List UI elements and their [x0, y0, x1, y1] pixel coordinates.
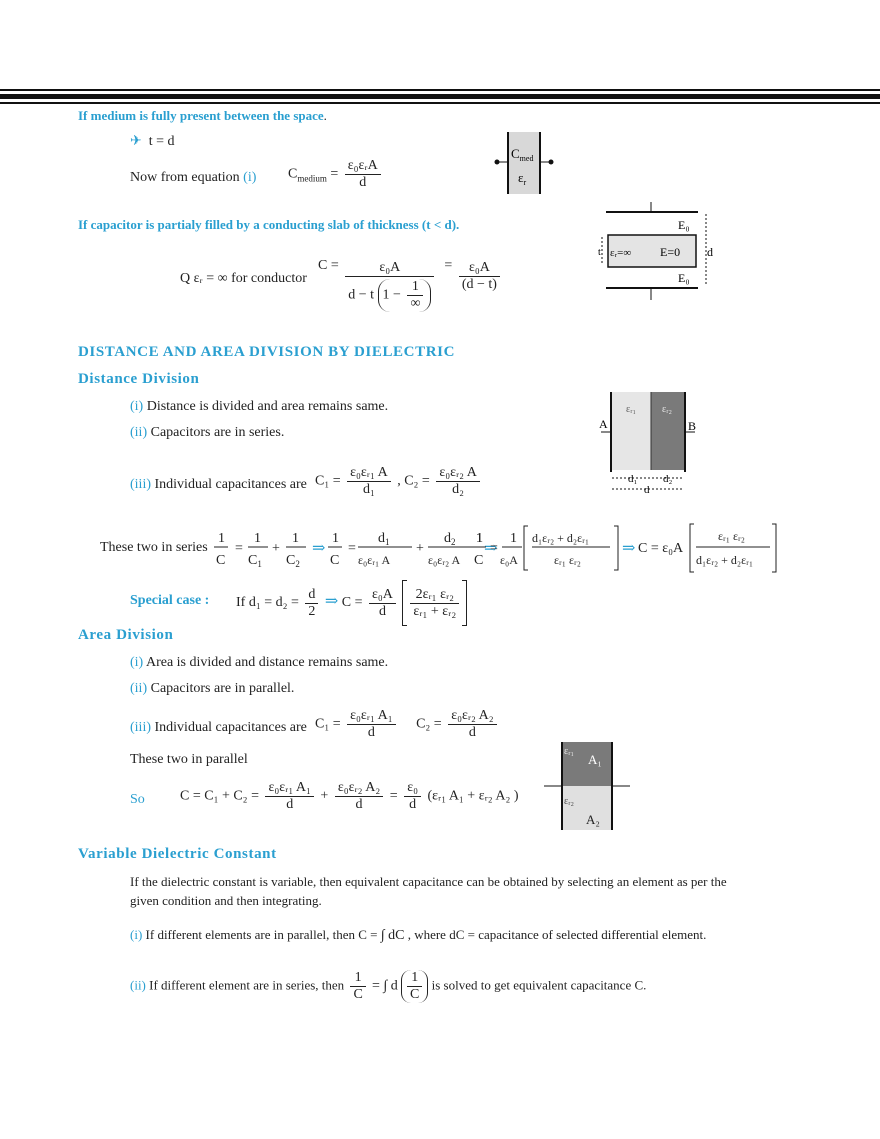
series-label: These two in series — [100, 540, 208, 555]
variable-item-ii: (ii) If different element are in series,… — [130, 970, 647, 1003]
plane-bullet-icon: ✈ — [130, 134, 142, 149]
slab-formula: C = ε₀A d − t 1 − 1∞ = ε₀A(d − t) — [318, 258, 503, 312]
svg-text:+: + — [416, 541, 424, 556]
svg-text:C = ε₀A: C = ε₀A — [638, 541, 684, 556]
implies-arrow-icon: ⇒ — [324, 593, 339, 611]
svg-text:Cmed: Cmed — [511, 146, 533, 163]
svg-text:A₁: A₁ — [588, 752, 602, 767]
header-rule-thick — [0, 94, 880, 99]
area-item-2: (ii) Capacitors are in parallel. — [130, 681, 295, 696]
svg-text:C1: C1 — [248, 553, 262, 569]
distance-item-3: (iii) Individual capacitances are — [130, 477, 307, 492]
svg-text:εᵣ₁: εᵣ₁ — [626, 404, 636, 415]
svg-text:=: = — [490, 541, 498, 556]
svg-text:d₁εᵣ₂ + d₂εᵣ₁: d₁εᵣ₂ + d₂εᵣ₁ — [696, 553, 753, 567]
svg-text:E=0: E=0 — [660, 245, 680, 259]
special-case-label: Special case : — [130, 593, 210, 608]
svg-text:C: C — [474, 553, 483, 568]
so-label: So — [130, 792, 145, 807]
svg-text:ε₀εᵣ₂ A: ε₀εᵣ₂ A — [428, 553, 461, 567]
variable-dielectric-heading: Variable Dielectric Constant — [78, 846, 277, 862]
svg-text:E₀: E₀ — [678, 218, 690, 232]
svg-text:εᵣ₂: εᵣ₂ — [662, 404, 672, 415]
svg-text:d: d — [707, 245, 713, 259]
svg-text:d: d — [644, 484, 650, 494]
svg-text:⇒: ⇒ — [312, 540, 325, 557]
svg-text:A: A — [599, 417, 608, 431]
svg-text:εᵣ₁ εᵣ₂: εᵣ₁ εᵣ₂ — [718, 529, 745, 543]
conducting-slab-figure: E₀ εᵣ=∞ E=0 E₀ t d — [598, 202, 713, 300]
now-from-eq: Now from equation (i) — [130, 170, 257, 185]
svg-text:B: B — [688, 419, 696, 433]
svg-text:εᵣ₁: εᵣ₁ — [564, 746, 574, 757]
svg-text:⇒: ⇒ — [484, 540, 497, 557]
variable-item-i: (i) If different elements are in paralle… — [130, 927, 707, 943]
svg-text:1: 1 — [218, 531, 225, 546]
svg-text:ε₀εᵣ₁ A: ε₀εᵣ₁ A — [358, 553, 391, 567]
svg-text:d1: d1 — [378, 531, 390, 547]
main-section-heading: DISTANCE AND AREA DIVISION BY DIELECTRIC — [78, 344, 455, 360]
svg-text:εᵣ₂: εᵣ₂ — [564, 796, 574, 807]
svg-text:A₂: A₂ — [586, 812, 600, 827]
svg-text:1: 1 — [292, 531, 299, 546]
svg-text:t: t — [598, 247, 601, 258]
svg-text:d₂: d₂ — [663, 473, 673, 485]
svg-text:1: 1 — [476, 531, 483, 546]
area-division-heading: Area Division — [78, 627, 174, 643]
variable-para-line2: given condition and then integrating. — [130, 893, 322, 908]
svg-text:εᵣ₁ εᵣ₂: εᵣ₁ εᵣ₂ — [554, 553, 581, 567]
svg-text:C: C — [216, 553, 225, 568]
slab-reason: Q εᵣ = ∞ for conductor — [180, 271, 307, 286]
svg-text:d2: d2 — [444, 531, 456, 547]
svg-text:εᵣ=∞: εᵣ=∞ — [610, 247, 631, 259]
distance-division-heading: Distance Division — [78, 371, 200, 387]
svg-text:C: C — [330, 553, 339, 568]
area-division-figure: εᵣ₁ A₁ εᵣ₂ A₂ — [544, 742, 630, 830]
distance-item-2: (ii) Capacitors are in series. — [130, 425, 285, 440]
capacitor-full-medium-figure: Cmed εr — [494, 132, 554, 194]
svg-text:+: + — [272, 541, 280, 556]
header-rule-thin — [0, 89, 880, 91]
slab-heading: If capacitor is partialy filled by a con… — [78, 217, 460, 232]
svg-text:1: 1 — [254, 531, 261, 546]
svg-text:C2: C2 — [286, 553, 300, 569]
parallel-label: These two in parallel — [130, 752, 248, 767]
area-item-3: (iii) Individual capacitances are — [130, 720, 307, 735]
svg-text:⇒: ⇒ — [622, 540, 635, 557]
svg-text:=: = — [348, 541, 356, 556]
svg-text:1: 1 — [476, 531, 483, 546]
variable-para-line1: If the dielectric constant is variable, … — [130, 874, 727, 889]
header-rule-bottom — [0, 102, 880, 104]
svg-text:d₁εᵣ₂ + d₂εᵣ₁: d₁εᵣ₂ + d₂εᵣ₁ — [532, 531, 589, 545]
distance-item-1: (i) Distance is divided and area remains… — [130, 399, 389, 414]
svg-text:E₀: E₀ — [678, 271, 690, 285]
svg-text:ε₀A: ε₀A — [500, 553, 518, 567]
svg-text:=: = — [235, 541, 243, 556]
series-equation-tail: 1C = 1 ε₀A d₁εᵣ₂ + d₂εᵣ₁ εᵣ₁ εᵣ₂ ⇒ C = ε₀A… — [472, 523, 777, 573]
full-medium-heading: If medium is fully present between the s… — [78, 108, 327, 123]
t-equals-d: ✈ t = d — [130, 134, 175, 149]
svg-text:1: 1 — [332, 531, 339, 546]
distance-division-figure: A B εᵣ₁ εᵣ₂ d₁ d₂ d — [599, 392, 696, 494]
svg-text:d₁: d₁ — [628, 473, 638, 485]
svg-text:1: 1 — [510, 531, 517, 546]
svg-text:εr: εr — [518, 170, 526, 187]
area-item-1: (i) Area is divided and distance remains… — [130, 655, 389, 670]
